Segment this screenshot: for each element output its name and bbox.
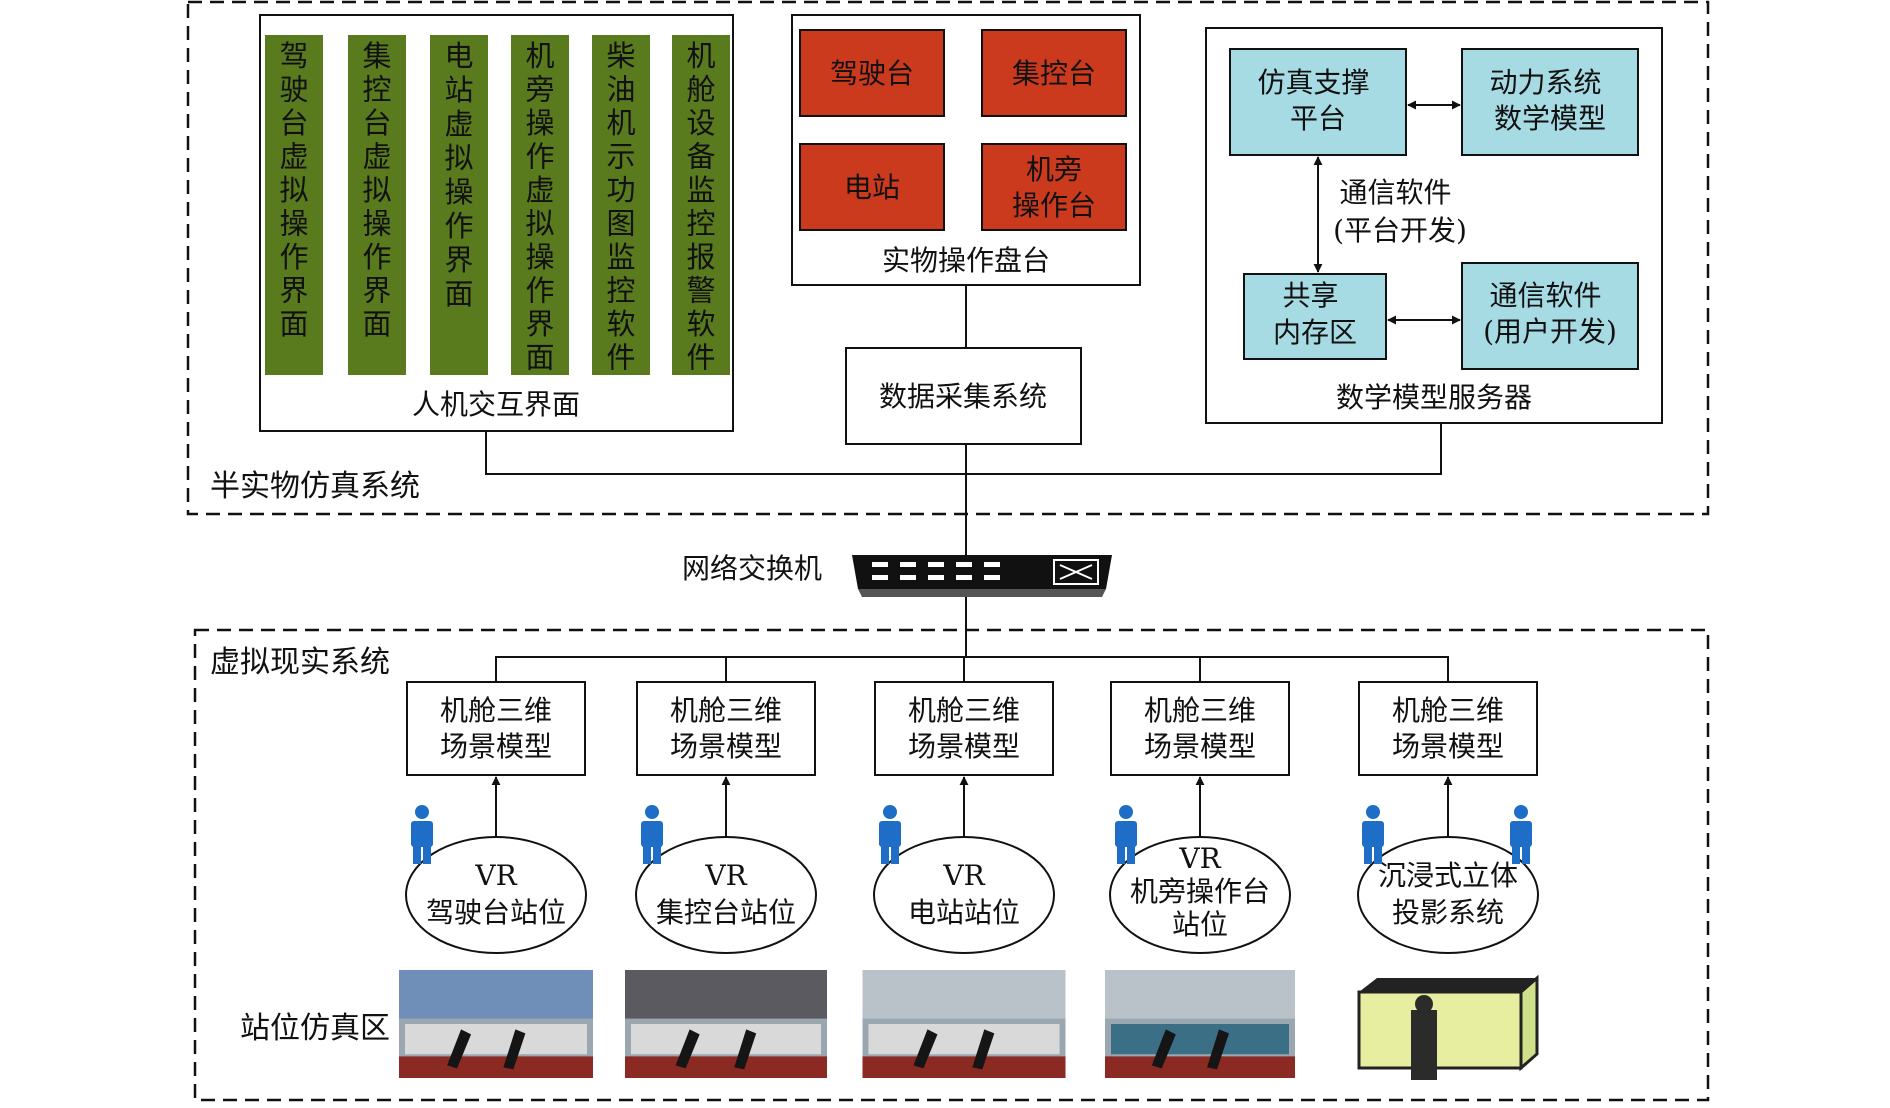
console-unit-4	[981, 143, 1127, 231]
power-model-box	[1461, 48, 1639, 156]
sim-platform-label: 仿真支撑 平台	[1258, 66, 1379, 135]
hmi-panel-label-1: 驾驶台虚拟操作界面	[279, 39, 308, 341]
person-icon-5	[1362, 805, 1384, 864]
console-unit-2	[981, 29, 1127, 117]
hmi-panel-label-6: 机舱设备监控报警软件	[686, 39, 715, 375]
hmi-bus-line	[485, 431, 966, 475]
daq-label: 数据采集系统	[879, 380, 1047, 413]
hmi-panel-label-5: 柴油机示功图监控软件	[606, 39, 635, 375]
comm-platform-label: 通信软件 (平台开发)	[1333, 176, 1467, 247]
hmi-panel-3	[430, 35, 488, 375]
scene-model-label-4: 机舱三维场景模型	[1144, 694, 1256, 763]
hmi-box	[259, 14, 734, 432]
hmi-panel-label-3: 电站虚拟操作界面	[444, 39, 473, 311]
station-photo-4	[1105, 970, 1295, 1078]
comm-user-label: 通信软件 (用户开发)	[1483, 279, 1617, 348]
network-switch-icon	[852, 555, 1112, 597]
scene-model-box-1	[406, 681, 586, 776]
math-model-server-title: 数学模型服务器	[1336, 381, 1532, 414]
vr-system-title: 虚拟现实系统	[210, 645, 390, 680]
server-bus-line	[966, 423, 1442, 475]
person-icon-3	[879, 805, 901, 864]
station-photo-2	[625, 970, 827, 1078]
vr-system-boundary	[193, 628, 1710, 1102]
shared-memory-box	[1243, 273, 1387, 360]
hmi-panel-label-4: 机旁操作虚拟操作界面	[525, 39, 554, 375]
scene-model-box-4	[1110, 681, 1290, 776]
console-unit-3	[799, 143, 945, 231]
hmi-panel-2	[348, 35, 406, 375]
scene-model-label-3: 机舱三维场景模型	[908, 694, 1020, 763]
vr-station-ellipse-4	[1109, 836, 1291, 954]
console-unit-1	[799, 29, 945, 117]
station-photo-1	[399, 970, 593, 1078]
console-unit-label-4: 机旁操作台	[1012, 153, 1096, 222]
vr-station-ellipse-2	[635, 836, 817, 954]
vr-bus-line	[495, 656, 1449, 682]
vr-station-label-5: 沉浸式立体投影系统	[1378, 859, 1518, 929]
console-unit-label-1: 驾驶台	[830, 57, 914, 90]
comm-user-box	[1461, 262, 1639, 370]
hmi-panel-group: 驾驶台虚拟操作界面 集控台虚拟操作界面 电站虚拟操作界面 机旁操作虚拟操作界面 柴油机示…	[265, 35, 730, 375]
station-area-label: 站位仿真区	[240, 1011, 390, 1046]
station-photo-5	[1357, 974, 1539, 1080]
vr-station-ellipse-1	[405, 836, 587, 954]
network-switch-label: 网络交换机	[682, 552, 822, 585]
scene-model-box-3	[874, 681, 1054, 776]
person-icon-4	[1115, 805, 1137, 864]
hmi-panel-4	[511, 35, 569, 375]
console-unit-label-3: 电站	[844, 171, 900, 204]
hmi-panel-label-2: 集控台虚拟操作界面	[362, 39, 391, 341]
scene-model-box-2	[636, 681, 816, 776]
semi-physical-system-title: 半实物仿真系统	[210, 469, 420, 504]
shared-memory-label: 共享 内存区	[1273, 279, 1357, 349]
person-icon-2	[641, 805, 663, 864]
person-icon-6	[1510, 805, 1532, 864]
scene-model-label-5: 机舱三维场景模型	[1392, 694, 1504, 763]
sim-platform-box	[1229, 48, 1407, 156]
physical-console-title: 实物操作盘台	[882, 244, 1050, 277]
vr-station-ellipse-5	[1357, 836, 1539, 954]
scene-model-label-2: 机舱三维场景模型	[670, 694, 782, 763]
person-icon-1	[411, 805, 433, 864]
hmi-panel-1	[265, 35, 323, 375]
scene-model-box-5	[1358, 681, 1538, 776]
semi-physical-system-boundary	[186, 0, 1710, 516]
daq-box	[845, 347, 1082, 445]
scene-model-label-1: 机舱三维场景模型	[440, 694, 552, 763]
hmi-title: 人机交互界面	[412, 388, 580, 421]
vr-station-ellipse-3	[873, 836, 1055, 954]
station-photo-3	[862, 970, 1066, 1078]
hmi-panel-6	[672, 35, 730, 375]
console-unit-label-2: 集控台	[1012, 57, 1096, 90]
power-model-label: 动力系统 数学模型	[1490, 66, 1611, 135]
hmi-panel-5	[592, 35, 650, 375]
